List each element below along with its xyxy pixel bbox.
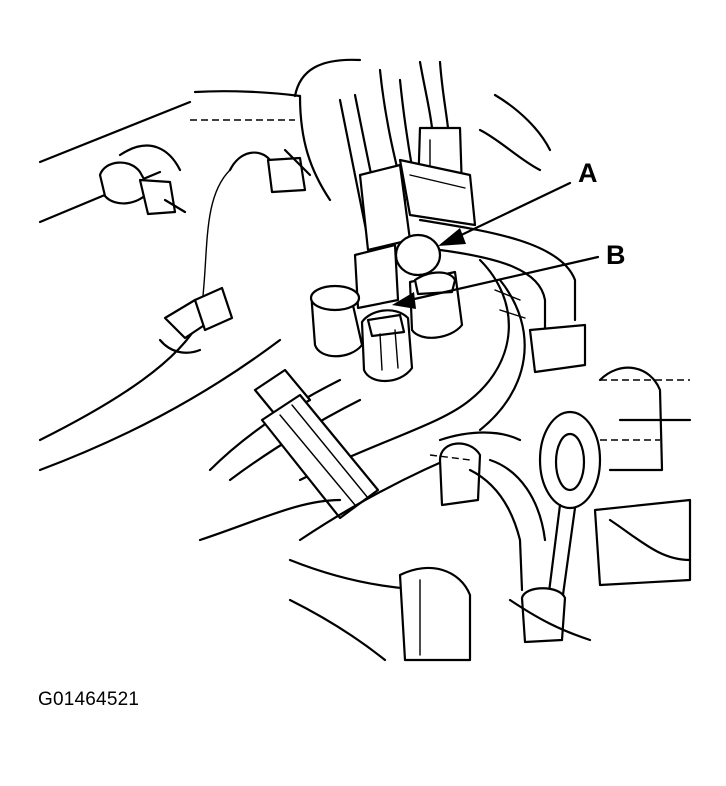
callout-a-arrowhead (438, 228, 466, 246)
callout-b: B (392, 240, 626, 309)
callout-a: A (438, 158, 598, 246)
background-housing (38, 58, 362, 472)
callout-a-label: A (578, 158, 598, 188)
main-hose (298, 218, 587, 482)
harness-connector (198, 368, 380, 542)
lower-components (288, 366, 692, 662)
left-clip (158, 286, 234, 354)
figure-code: G01464521 (38, 689, 140, 710)
callout-b-arrowhead (392, 292, 416, 309)
callout-b-label: B (606, 240, 626, 270)
connector-cluster (309, 158, 477, 383)
